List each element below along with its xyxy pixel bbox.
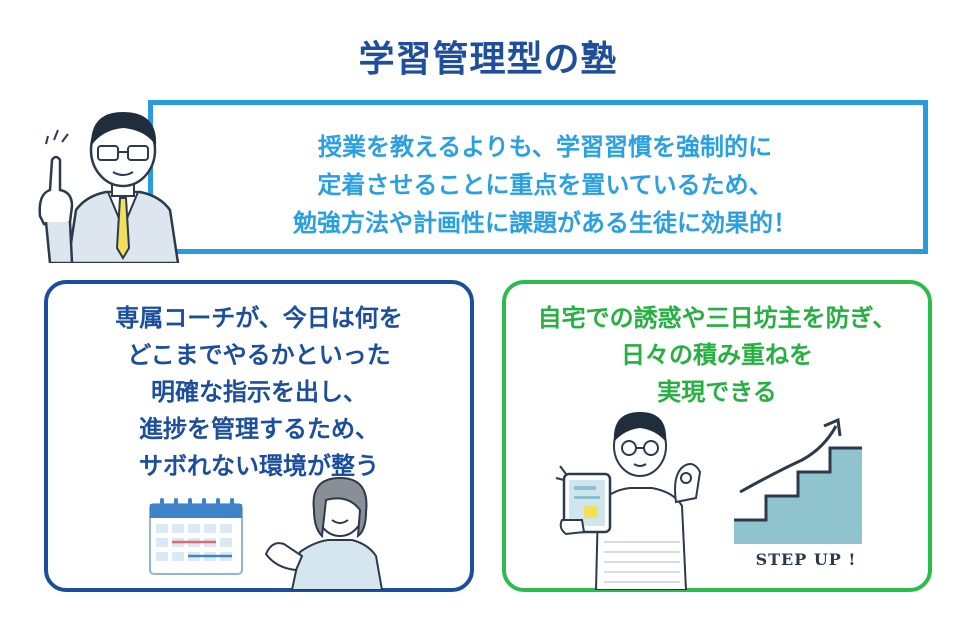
coach-card-line: 進捗を管理するため、 xyxy=(139,415,379,443)
step-up-stairs-icon xyxy=(734,417,862,544)
top-message-line: 定着させることに重点を置いているため、 xyxy=(317,171,773,199)
top-message-box xyxy=(148,100,928,254)
coach-card-line: 専属コーチが、今日は何を xyxy=(115,304,403,332)
habit-card-text: 自宅での誘惑や三日坊主を防ぎ、 日々の積み重ねを 実現できる xyxy=(502,300,932,411)
top-message-text: 授業を教えるよりも、学習習慣を強制的に 定着させることに重点を置いているため、 … xyxy=(195,128,895,242)
teacher-pointing-illustration xyxy=(38,112,180,263)
top-message-line: 勉強方法や計画性に課題がある生徒に効果的！ xyxy=(293,209,797,237)
calendar-icon xyxy=(149,498,243,575)
step-up-label: STEP UP ! xyxy=(755,550,857,569)
coach-card-line: 明確な指示を出し、 xyxy=(151,378,367,406)
coach-card xyxy=(44,280,474,592)
coach-card-line: サボれない環境が整う xyxy=(139,452,379,480)
coach-woman-illustration xyxy=(264,476,384,590)
habit-card-line: 実現できる xyxy=(657,378,777,406)
page-title: 学習管理型の塾 xyxy=(358,39,618,80)
habit-card-line: 自宅での誘惑や三日坊主を防ぎ、 xyxy=(537,304,897,332)
top-message-line: 授業を教えるよりも、学習習慣を強制的に xyxy=(317,133,773,161)
coach-card-text: 専属コーチが、今日は何を どこまでやるかといった 明確な指示を出し、 進捗を管理… xyxy=(44,300,474,485)
student-tablet-illustration xyxy=(555,412,702,590)
habit-card-line: 日々の積み重ねを xyxy=(621,341,813,369)
coach-card-line: どこまでやるかといった xyxy=(127,341,391,369)
